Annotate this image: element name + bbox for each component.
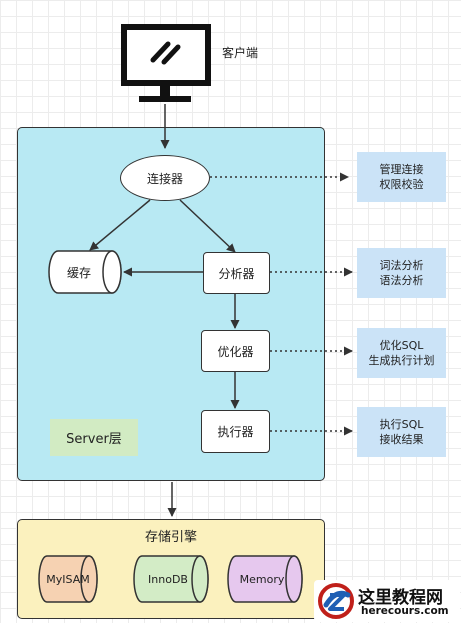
engine-cylinder-myisam: [38, 555, 98, 603]
note-optimizer-line1: 优化SQL: [379, 339, 424, 352]
watermark-site: herecours.com: [361, 605, 449, 617]
engine-innodb-label: InnoDB: [148, 572, 188, 586]
note-optimizer: 优化SQL 生成执行计划: [357, 328, 446, 378]
executor-label: 执行器: [217, 425, 254, 439]
note-executor-line1: 执行SQL: [379, 418, 424, 431]
note-connector-line2: 权限校验: [379, 178, 424, 191]
client-label: 客户端: [222, 46, 259, 60]
note-connector: 管理连接 权限校验: [357, 152, 446, 202]
analyzer-label: 分析器: [218, 266, 255, 281]
connector-node: 连接器: [120, 155, 210, 201]
note-executor: 执行SQL 接收结果: [357, 407, 446, 457]
optimizer-node: 优化器: [201, 330, 270, 372]
note-analyzer-line1: 词法分析: [379, 259, 424, 272]
analyzer-node: 分析器: [203, 252, 270, 294]
optimizer-label: 优化器: [217, 344, 254, 359]
cache-cylinder: [48, 250, 122, 294]
executor-node: 执行器: [201, 410, 270, 453]
connector-label: 连接器: [146, 171, 183, 186]
note-executor-line2: 接收结果: [379, 433, 424, 446]
storage-engine-title: 存储引擎: [144, 530, 197, 545]
engine-cylinder-memory: [227, 555, 303, 603]
note-connector-line1: 管理连接: [379, 163, 424, 176]
note-analyzer: 词法分析 语法分析: [357, 248, 446, 298]
server-layer-label: Server层: [50, 419, 138, 456]
monitor-icon: [121, 24, 211, 102]
engine-cylinder-innodb: [133, 555, 209, 603]
note-analyzer-line2: 语法分析: [379, 274, 424, 287]
engine-memory-label: Memory: [239, 572, 285, 586]
note-optimizer-line2: 生成执行计划: [368, 354, 435, 367]
watermark-title: 这里教程网: [358, 588, 443, 608]
arrow-connector-analyzer: [179, 199, 236, 253]
watermark-logo: 这里教程网 herecours.com: [314, 580, 460, 622]
engine-myisam-label: MyISAM: [46, 572, 90, 586]
watermark-logo-icon: [318, 583, 354, 619]
cache-label: 缓存: [66, 265, 91, 280]
arrow-connector-cache: [89, 199, 151, 251]
cache-node: 缓存: [54, 262, 104, 282]
